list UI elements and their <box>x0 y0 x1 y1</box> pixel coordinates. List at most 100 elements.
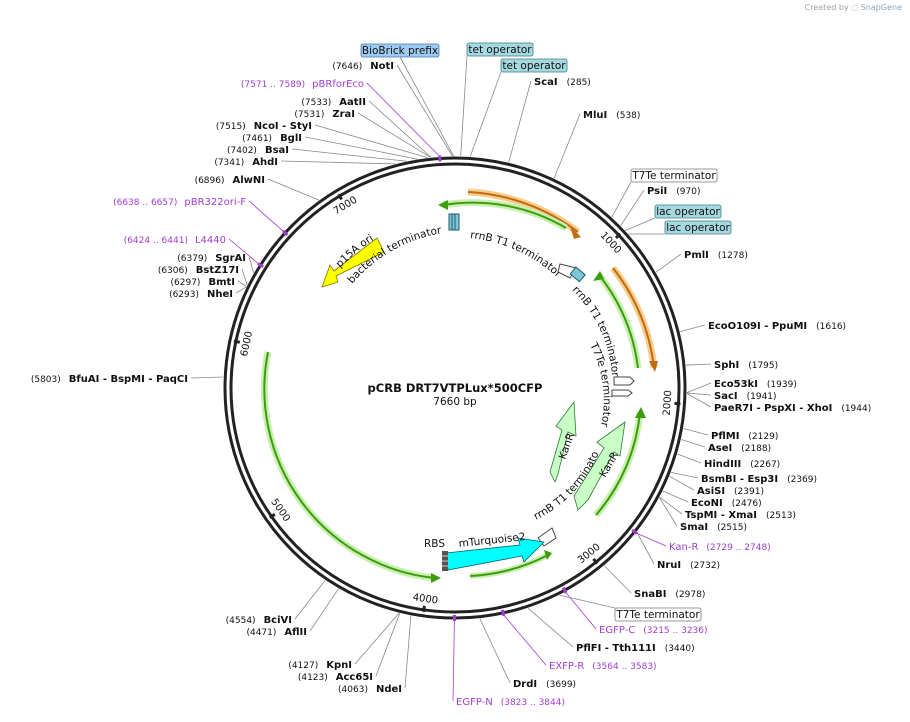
enzyme-site[interactable]: BfuAI - BspMI - PaqCI(5803) <box>31 374 188 385</box>
primer-site[interactable]: EXFP-R(3564 .. 3583) <box>501 609 657 672</box>
feature-box[interactable]: lac operator <box>664 220 732 235</box>
enzyme-site[interactable]: DrdI(3699) <box>513 679 576 690</box>
kanr-label-inner: KanR <box>557 431 578 461</box>
enzyme-site[interactable]: KpnI(4127) <box>288 660 352 671</box>
enzyme-name: NheI <box>207 289 233 300</box>
feature-box-leader <box>460 55 468 157</box>
primer-name: EXFP-R <box>549 661 584 672</box>
enzyme-leader <box>354 612 400 665</box>
enzyme-site[interactable]: AhdI(7341) <box>214 157 278 168</box>
feature-box-bg <box>360 43 440 58</box>
feature-box[interactable]: BioBrick prefix <box>360 43 440 58</box>
enzyme-site[interactable]: EcoO109I - PpuMI (1616) <box>708 321 846 332</box>
enzyme-leader <box>508 80 532 163</box>
enzyme-site[interactable]: AflII(4471) <box>246 627 307 638</box>
enzyme-site[interactable]: SnaBI(2978) <box>634 589 705 600</box>
primer-site[interactable]: EGFP-C(3215 .. 3236) <box>561 586 708 636</box>
enzyme-site[interactable]: Acc65I(4123) <box>298 672 373 683</box>
enzyme-name: AflII <box>284 627 307 638</box>
feature-box[interactable]: lac operator <box>654 204 722 219</box>
feature-box-label: lac operator <box>666 222 730 234</box>
enzyme-position: (285) <box>567 78 591 88</box>
enzyme-site[interactable]: SmaI (2515) <box>680 522 747 533</box>
enzyme-site[interactable]: BstZ17I(6306) <box>158 265 239 276</box>
enzyme-site[interactable]: NotI(7646) <box>332 61 394 72</box>
enzyme-name: NdeI <box>376 684 402 695</box>
enzyme-site[interactable]: MluI(538) <box>583 110 640 121</box>
enzyme-position: (2515) <box>717 523 747 533</box>
enzyme-position: (1278) <box>718 251 748 261</box>
enzyme-position: (1944) <box>841 404 871 414</box>
enzyme-site[interactable]: PaeR7I - PspXI - XhoI(1944) <box>714 403 871 414</box>
feature-box-bg <box>654 204 722 219</box>
enzyme-site[interactable]: BciVI(4554) <box>226 615 292 626</box>
enzyme-site[interactable]: HindIII(2267) <box>704 459 780 470</box>
enzyme-site[interactable]: Eco53kI(1939) <box>714 379 797 390</box>
enzyme-site[interactable]: BsmBI - Esp3I(2369) <box>701 474 817 485</box>
enzyme-site[interactable]: SacI(1941) <box>714 391 777 402</box>
primer-site[interactable]: EGFP-N(3823 .. 3844) <box>452 614 565 708</box>
enzyme-name: SmaI <box>680 522 708 533</box>
enzyme-site[interactable]: SphI(1795) <box>714 360 778 371</box>
enzyme-site[interactable]: TspMI - XmaI(2513) <box>685 510 796 521</box>
orf-arc-left-green-head <box>431 573 441 583</box>
enzyme-position: (2369) <box>787 475 817 485</box>
feature-box[interactable]: T7Te terminator <box>630 168 718 183</box>
primer-mark <box>631 528 638 535</box>
enzyme-position: (538) <box>616 111 640 121</box>
feature-box[interactable]: tet operator <box>500 58 568 73</box>
enzyme-site[interactable]: EcoNI(2476) <box>691 498 762 509</box>
enzyme-site[interactable]: AlwNI(6896) <box>195 175 265 186</box>
enzyme-site[interactable]: PsiI(970) <box>647 186 700 197</box>
tick-mark-5000 <box>269 512 276 519</box>
tick-mark-6000 <box>233 339 241 344</box>
feature-box-label: tet operator <box>502 60 566 72</box>
enzyme-site[interactable]: NcoI - StyI(7515) <box>216 121 312 132</box>
primer-site[interactable]: L4440(6424 .. 6441) <box>124 235 264 269</box>
kanr-arrow-outer <box>573 421 626 511</box>
primer-mark <box>561 586 568 594</box>
enzyme-site[interactable]: BsaI (7402) <box>227 145 289 156</box>
p15a-ori-arrow <box>321 237 385 288</box>
enzyme-site[interactable]: AsiSI(2391) <box>697 486 764 497</box>
enzyme-site[interactable]: AatII(7533) <box>301 97 366 108</box>
primer-site[interactable]: pBR322ori-F(6638 .. 6657) <box>113 197 289 237</box>
primer-leader <box>248 200 284 232</box>
enzyme-leader <box>404 615 412 689</box>
feature-box[interactable]: tet operator <box>466 42 534 57</box>
enzyme-name: SphI <box>714 360 739 371</box>
enzyme-name: BsaI <box>265 145 289 156</box>
enzyme-site[interactable]: PflMI(2129) <box>711 431 778 442</box>
enzyme-position: (1616) <box>816 322 846 332</box>
feature-box-label: T7Te terminator <box>615 609 700 621</box>
enzyme-site[interactable]: SgrAI(6379) <box>177 253 246 264</box>
enzyme-site[interactable]: PmlI(1278) <box>684 250 748 261</box>
enzyme-site[interactable]: NdeI(4063) <box>338 684 402 695</box>
enzyme-name: EcoO109I - PpuMI <box>708 321 807 332</box>
primer-site[interactable]: pBRforEco(7571 .. 7589) <box>241 79 442 162</box>
enzyme-position: (7533) <box>301 98 331 108</box>
enzyme-site[interactable]: ScaI(285) <box>534 77 591 88</box>
enzyme-site[interactable]: BglI(7461) <box>242 133 302 144</box>
orf-arcs <box>260 188 658 583</box>
rrnb-t1-terminator-label-c: rrnB T1 terminator <box>0 0 602 523</box>
enzyme-site[interactable]: NheI(6293) <box>169 289 233 300</box>
terminator-block-top <box>448 213 460 231</box>
terminator-glyph-b <box>613 376 635 386</box>
enzyme-site[interactable]: NruI(2732) <box>657 560 720 571</box>
enzyme-leader <box>669 475 695 491</box>
feature-box-bg <box>466 42 534 57</box>
enzyme-site[interactable]: ZraI(7531) <box>294 109 355 120</box>
enzyme-name: BfuAI - BspMI - PaqCI <box>69 374 188 385</box>
enzyme-name: NcoI - StyI <box>254 121 312 132</box>
enzyme-position: (2513) <box>766 511 796 521</box>
enzyme-site[interactable]: AseI(2188) <box>708 443 771 454</box>
credit-brand: SnapGene <box>860 3 902 12</box>
primer-leader <box>565 591 597 630</box>
primer-site[interactable]: Kan-R(2729 .. 2748) <box>631 528 771 553</box>
enzyme-site[interactable]: PflFI - Tth111I(3440) <box>576 643 695 654</box>
enzyme-leader <box>267 178 320 201</box>
enzyme-position: (7402) <box>227 146 257 156</box>
feature-box[interactable]: T7Te terminator <box>614 607 702 622</box>
enzyme-site[interactable]: BmtI(6297) <box>171 277 235 288</box>
